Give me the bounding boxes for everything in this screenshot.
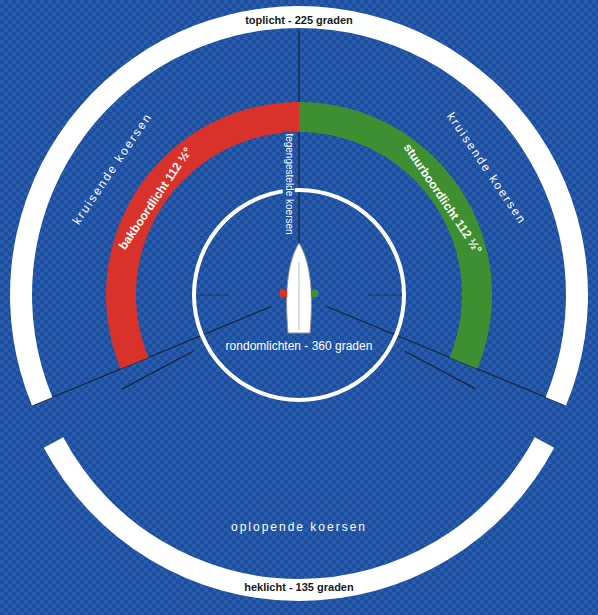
sector-label: rondomlichten - 360 graden <box>226 340 373 354</box>
light-circle-outline <box>194 190 404 400</box>
light-sector-band <box>44 437 554 601</box>
sector-label: heklicht - 135 graden <box>244 581 353 594</box>
port-light-arc: bakboordlicht 112 ½° <box>104 100 494 490</box>
port-light <box>280 290 287 297</box>
starboard-light <box>311 290 318 297</box>
light-sector-band <box>10 6 588 406</box>
sector-label: bakboordlicht 112 ½° <box>117 145 196 252</box>
boat-symbol <box>280 243 318 333</box>
sector-lines <box>34 31 564 405</box>
masthead-light-arc-shape <box>8 4 590 586</box>
masthead-light-arc: toplicht - 225 graden <box>8 4 590 586</box>
starboard-light-arc: stuurboordlicht 112 ½° <box>104 100 494 490</box>
stern-light-arc-shape <box>8 21 590 603</box>
port-light-arc-shape <box>104 100 494 490</box>
all-round-light-circle: rondomlichten - 360 graden <box>190 186 408 404</box>
course-label: tegengestelde koersen <box>283 131 295 236</box>
all-round-light-circle-shape <box>190 186 408 404</box>
starboard-light-arc-shape <box>104 100 494 490</box>
stern-light-arc: heklicht - 135 graden <box>8 21 590 603</box>
sector-label: toplicht - 225 graden <box>245 14 353 27</box>
course-label: oplopende koersen <box>231 521 367 535</box>
